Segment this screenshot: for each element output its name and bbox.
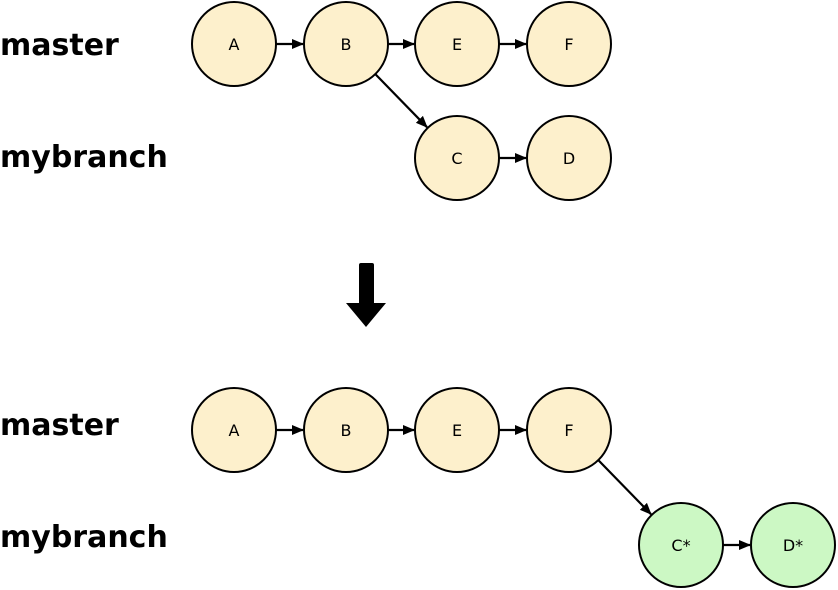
commit-edges: [276, 39, 751, 550]
before-commit-d: D: [526, 115, 612, 201]
before-commit-e-label: E: [452, 35, 462, 54]
before-commit-c: C: [414, 115, 500, 201]
before-commit-e-circle: [414, 1, 500, 87]
before-commit-f-label: F: [564, 35, 573, 54]
before-commit-a: A: [191, 1, 277, 87]
before-branch-edge-b-c: [374, 73, 428, 128]
before-commit-f: F: [526, 1, 612, 87]
after-commit-c-star-label: C*: [671, 536, 690, 555]
after-commit-f: F: [526, 387, 612, 473]
after-commit-d-star-label: D*: [783, 536, 803, 555]
before-commit-c-circle: [414, 115, 500, 201]
before-commit-b: B: [303, 1, 389, 87]
after-commit-e: E: [414, 387, 500, 473]
after-commit-e-label: E: [452, 421, 462, 440]
after-commit-b-label: B: [341, 421, 352, 440]
before-commit-d-circle: [526, 115, 612, 201]
after-branch-edge-f-c-star: [597, 459, 652, 515]
after-commit-a: A: [191, 387, 277, 473]
before-commit-f-circle: [526, 1, 612, 87]
after-commit-f-circle: [526, 387, 612, 473]
after-commit-c-star: C*: [638, 502, 724, 588]
down-arrow-icon: [346, 263, 386, 327]
after-commit-b: B: [303, 387, 389, 473]
after-commit-f-label: F: [564, 421, 573, 440]
before-commit-e: E: [414, 1, 500, 87]
after-commit-a-label: A: [229, 421, 240, 440]
before-mybranch-label: mybranch: [0, 140, 168, 175]
after-mybranch-label: mybranch: [0, 520, 168, 555]
commit-nodes: A B E F C D A B E F C* D*: [191, 1, 836, 588]
after-commit-b-circle: [303, 387, 389, 473]
before-commit-b-circle: [303, 1, 389, 87]
before-commit-a-circle: [191, 1, 277, 87]
after-commit-c-star-circle: [638, 502, 724, 588]
after-commit-d-star-circle: [750, 502, 836, 588]
after-commit-e-circle: [414, 387, 500, 473]
before-commit-a-label: A: [229, 35, 240, 54]
before-commit-c-label: C: [451, 149, 462, 168]
after-commit-d-star: D*: [750, 502, 836, 588]
after-commit-a-circle: [191, 387, 277, 473]
after-master-label: master: [0, 408, 119, 443]
before-commit-b-label: B: [341, 35, 352, 54]
before-commit-d-label: D: [563, 149, 575, 168]
before-master-label: master: [0, 28, 119, 63]
